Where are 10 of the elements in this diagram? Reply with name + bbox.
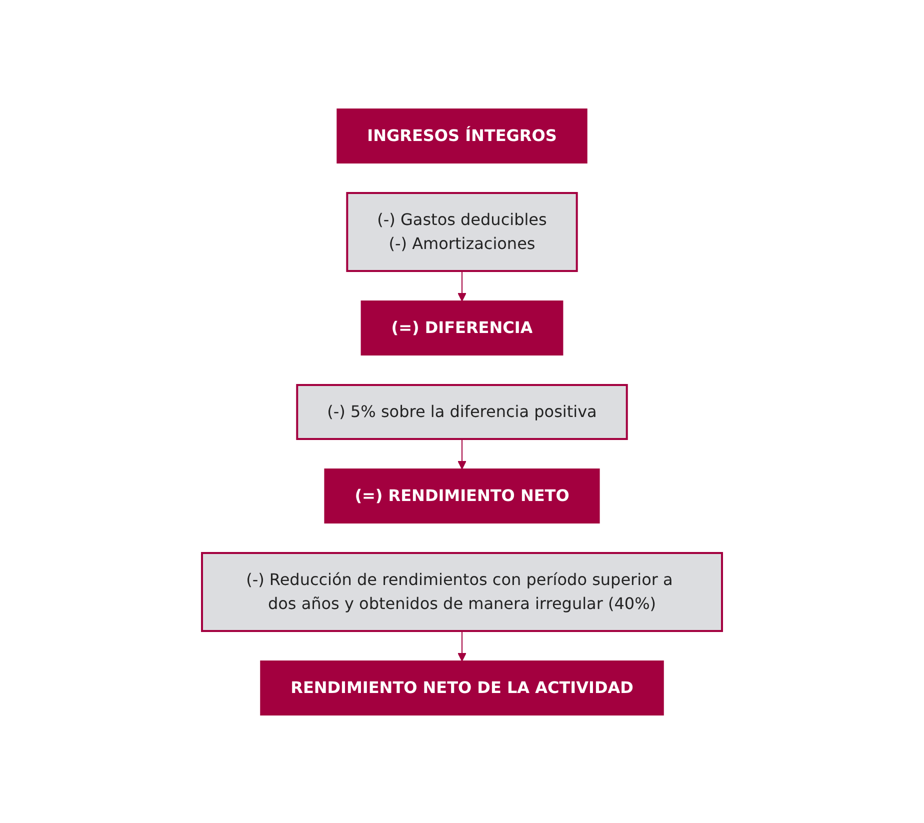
node-box: RENDIMIENTO NETO DE LA ACTIVIDAD <box>260 660 664 715</box>
arrow <box>458 438 466 469</box>
node-box: (-) Gastos deducibles (-) Amortizaciones <box>346 192 578 272</box>
node-box: (-) 5% sobre la diferencia positiva <box>296 384 628 440</box>
arrow <box>458 630 466 661</box>
node-box: (=) DIFERENCIA <box>360 300 564 355</box>
arrow <box>458 270 466 301</box>
node-box: (=) RENDIMIENTO NETO <box>324 468 600 523</box>
node-box: INGRESOS ÍNTEGROS <box>336 108 588 163</box>
node-box: (-) Reducción de rendimientos con período superior a dos años y obtenidos de manera irregular (40%) <box>201 552 723 632</box>
